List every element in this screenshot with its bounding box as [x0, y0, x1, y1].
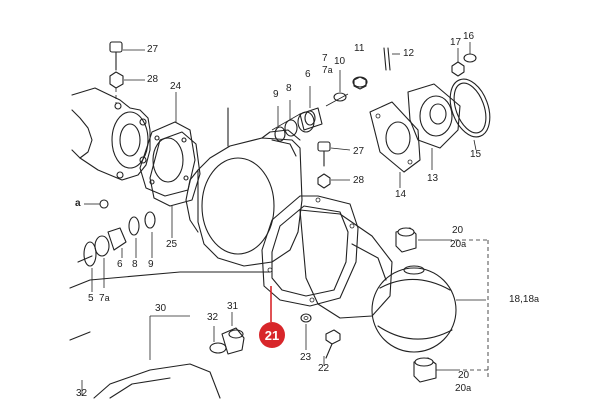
lower-left-assembly	[69, 271, 271, 399]
label-7a-left-sub: a	[104, 293, 110, 303]
label-20-top: 20	[452, 225, 464, 236]
pinion-seals-top	[274, 86, 323, 142]
label-10: 10	[334, 56, 346, 67]
label-15: 15	[470, 149, 482, 160]
gasket-24	[139, 92, 196, 197]
label-6-top: 6	[305, 69, 311, 80]
label-24: 24	[170, 81, 182, 92]
label-5: 5	[88, 293, 94, 304]
label-27-mid: 27	[353, 146, 365, 157]
bolt-27-top	[109, 41, 145, 71]
washer-23	[300, 313, 312, 350]
label-9-left: 9	[148, 259, 154, 270]
label-18-18a-sub: a	[534, 294, 540, 304]
companion-flange-13	[407, 83, 461, 170]
label-20a-bottom: 20a	[455, 384, 471, 394]
label-7a-top-suffix: 7a	[322, 66, 333, 76]
nut-28-top	[109, 71, 145, 104]
left-side-seals	[77, 199, 156, 292]
label-6-left: 6	[117, 259, 123, 270]
label-28-mid: 28	[353, 175, 365, 186]
label-27-top: 27	[147, 44, 159, 55]
bolt-27-mid	[317, 141, 351, 167]
callout-badge-21[interactable]: 21	[259, 322, 285, 348]
label-32-bottom: 32	[76, 388, 88, 399]
label-a-left: a	[75, 198, 81, 209]
label-31: 31	[227, 301, 239, 312]
label-28-top: 28	[147, 74, 159, 85]
washers-10-11-pin-12	[325, 47, 400, 107]
label-7-top: 7	[322, 53, 328, 64]
label-20a-top: 20a	[450, 240, 466, 250]
label-32-top: 32	[207, 312, 219, 323]
left-axle-housing	[71, 87, 151, 181]
label-20a-top-sub: a	[461, 239, 467, 249]
rear-housing	[299, 209, 393, 319]
label-22: 22	[318, 363, 330, 374]
bolt-22	[323, 329, 341, 366]
label-20a-top-num: 20	[450, 239, 462, 250]
label-13: 13	[427, 173, 439, 184]
label-9-top: 9	[273, 89, 279, 100]
label-7a-top-sub: a	[327, 65, 333, 75]
label-30: 30	[155, 303, 167, 314]
flange-gasket-14	[369, 101, 421, 188]
label-12: 12	[403, 48, 415, 59]
nut-17-washer-16	[451, 42, 477, 77]
label-20a-bottom-num: 20	[455, 383, 467, 394]
label-7-left: 7	[99, 293, 105, 304]
label-7a-left: 7a	[99, 294, 110, 304]
label-17: 17	[450, 37, 462, 48]
label-20-bottom: 20	[458, 370, 470, 381]
gasket-21	[261, 195, 359, 307]
label-20a-bottom-sub: a	[466, 383, 472, 393]
label-23: 23	[300, 352, 312, 363]
label-11: 11	[354, 43, 365, 54]
label-14: 14	[395, 189, 407, 200]
bushing-20-top	[395, 227, 417, 253]
nut-28-mid	[317, 173, 350, 189]
label-7-top-b: 7	[322, 65, 328, 76]
label-18-18a: 18,18a	[509, 295, 539, 305]
label-16: 16	[463, 31, 475, 42]
label-8-top: 8	[286, 83, 292, 94]
label-7a-top: 7	[322, 54, 328, 64]
gasket-25	[149, 131, 201, 238]
label-18-18-num: 18,18	[509, 294, 535, 305]
label-25: 25	[166, 239, 178, 250]
ball-joint-18	[371, 265, 457, 353]
bushing-20-bottom	[413, 357, 437, 383]
o-ring-15	[449, 78, 491, 151]
reference-brackets-right	[418, 239, 489, 380]
label-8-left: 8	[132, 259, 138, 270]
